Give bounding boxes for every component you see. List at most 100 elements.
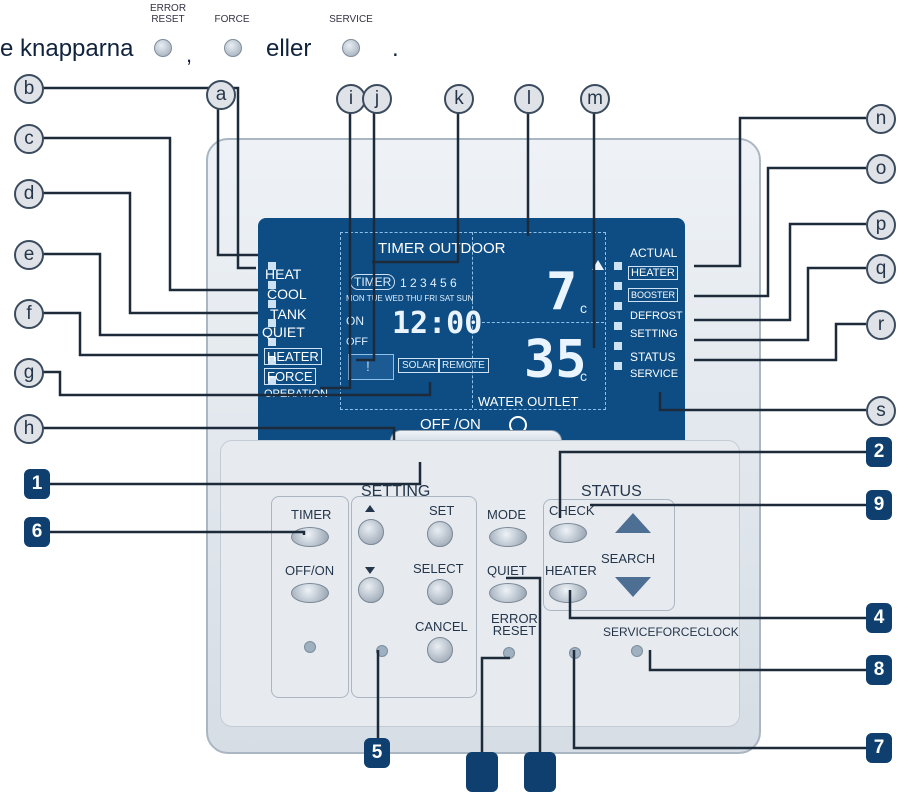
set-button[interactable]	[427, 521, 453, 547]
lcd-force: FORCE	[264, 368, 316, 385]
callout-6: 6	[24, 517, 50, 547]
service-force-clock-button[interactable]	[631, 645, 643, 657]
quiet-button[interactable]	[489, 583, 527, 603]
instruction-period: .	[392, 35, 399, 62]
leader-line-r	[694, 322, 866, 362]
lcd-booster: BOOSTER	[628, 288, 679, 302]
callout-g: g	[14, 358, 44, 388]
offon-small-label: OFF/ON	[285, 563, 335, 578]
warning-box	[348, 354, 394, 380]
top-service-label: SERVICE	[329, 14, 373, 25]
lcd-off: OFF	[346, 336, 368, 348]
lcd-defrost: DEFROST	[630, 310, 683, 322]
mode-label: MODE	[487, 507, 526, 522]
heater-label: HEATER	[545, 563, 597, 578]
leader-line-7	[572, 650, 866, 750]
lcd-setting: SETTING	[630, 328, 678, 340]
lcd-weekdays: MON TUE WED THU FRI SAT SUN	[346, 294, 474, 303]
callout-9: 9	[866, 490, 892, 520]
lcd-heat: HEAT	[265, 266, 302, 282]
indicator-square	[268, 262, 276, 270]
instruction-eller: eller	[266, 35, 312, 62]
leader-line-4	[568, 590, 866, 620]
leader-line-8	[648, 650, 866, 672]
search-down-button[interactable]	[615, 577, 651, 597]
top-service-button-icon	[342, 39, 360, 57]
indicator-square	[268, 338, 276, 346]
leader-line-6	[40, 530, 306, 535]
instruction-comma: ,	[186, 42, 193, 67]
leader-line-error-reset	[480, 656, 510, 752]
leader-line-e	[36, 252, 258, 337]
select-button[interactable]	[427, 579, 453, 605]
leader-line-c	[36, 136, 258, 292]
cancel-button[interactable]	[427, 637, 453, 663]
leader-line-o	[694, 166, 866, 298]
lcd-offon-label: OFF /ON	[420, 416, 481, 433]
indicator-square	[614, 322, 622, 330]
indicator-square	[268, 357, 276, 365]
cancel-label: CANCEL	[415, 619, 468, 634]
leader-line-s	[658, 392, 866, 412]
indicator-square	[614, 302, 622, 310]
indicator-square	[614, 282, 622, 290]
lcd-actual: ACTUAL	[630, 246, 678, 260]
lcd-water-unit: c	[580, 368, 587, 384]
leader-line-f	[36, 311, 258, 357]
callout-l: l	[514, 84, 544, 114]
indicator-square	[268, 300, 276, 308]
heater-button[interactable]	[549, 583, 587, 603]
callout-e: e	[14, 240, 44, 270]
leader-line-a	[216, 98, 258, 257]
mode-button[interactable]	[489, 527, 527, 547]
indicator-square	[268, 319, 276, 327]
leader-line-1	[40, 462, 422, 486]
callout-5: 5	[364, 738, 390, 768]
indicator-square	[614, 342, 622, 350]
callout-k: k	[444, 84, 474, 114]
lcd-heater-right: HEATER	[628, 266, 678, 280]
search-label: SEARCH	[601, 551, 656, 566]
leader-line-k	[372, 112, 460, 264]
callout-2: 2	[866, 437, 892, 467]
timer-label: TIMER	[291, 507, 332, 522]
select-label: SELECT	[413, 561, 464, 576]
top-error-reset-label: ERROR RESET	[149, 3, 187, 25]
set-label: SET	[429, 503, 455, 518]
indicator-square	[268, 376, 276, 384]
setting-down-button[interactable]	[358, 577, 384, 603]
callout-4: 4	[866, 603, 892, 633]
leader-line-quiet	[506, 576, 542, 752]
check-button[interactable]	[549, 523, 587, 543]
callout-blank-error-reset	[466, 752, 498, 792]
up-arrow-icon	[365, 505, 375, 512]
setting-up-button[interactable]	[358, 519, 384, 545]
lcd-outdoor-unit: c	[580, 300, 587, 316]
callout-j: j	[362, 84, 392, 114]
leader-line-h	[36, 426, 396, 440]
lcd-display: HEAT COOL TANK QUIET HEATER FORCE OPERAT…	[258, 218, 685, 468]
callout-p: p	[866, 210, 896, 240]
top-force-label: FORCE	[214, 14, 250, 25]
status-header: STATUS	[581, 483, 642, 500]
timer-offon-button[interactable]	[291, 583, 329, 603]
indicator-dot	[304, 641, 316, 653]
timer-section	[271, 496, 349, 698]
leader-line-j	[356, 112, 376, 362]
callout-o: o	[866, 154, 896, 184]
lcd-service: SERVICE	[630, 368, 679, 380]
leader-line-2	[558, 450, 866, 518]
callout-blank-quiet	[524, 752, 556, 792]
indicator-square	[268, 281, 276, 289]
quiet-label: QUIET	[487, 563, 527, 578]
search-up-button[interactable]	[615, 513, 651, 533]
indicator-square	[614, 362, 622, 370]
top-force-button-icon	[224, 39, 242, 57]
down-arrow-icon	[365, 567, 375, 574]
error-reset-label: ERROR RESET	[491, 611, 538, 638]
lcd-divider	[472, 322, 604, 324]
callout-a: a	[206, 80, 236, 110]
service-force-clock-label: SERVICEFORCECLOCK	[603, 625, 739, 639]
lcd-solar: SOLAR	[398, 358, 440, 373]
